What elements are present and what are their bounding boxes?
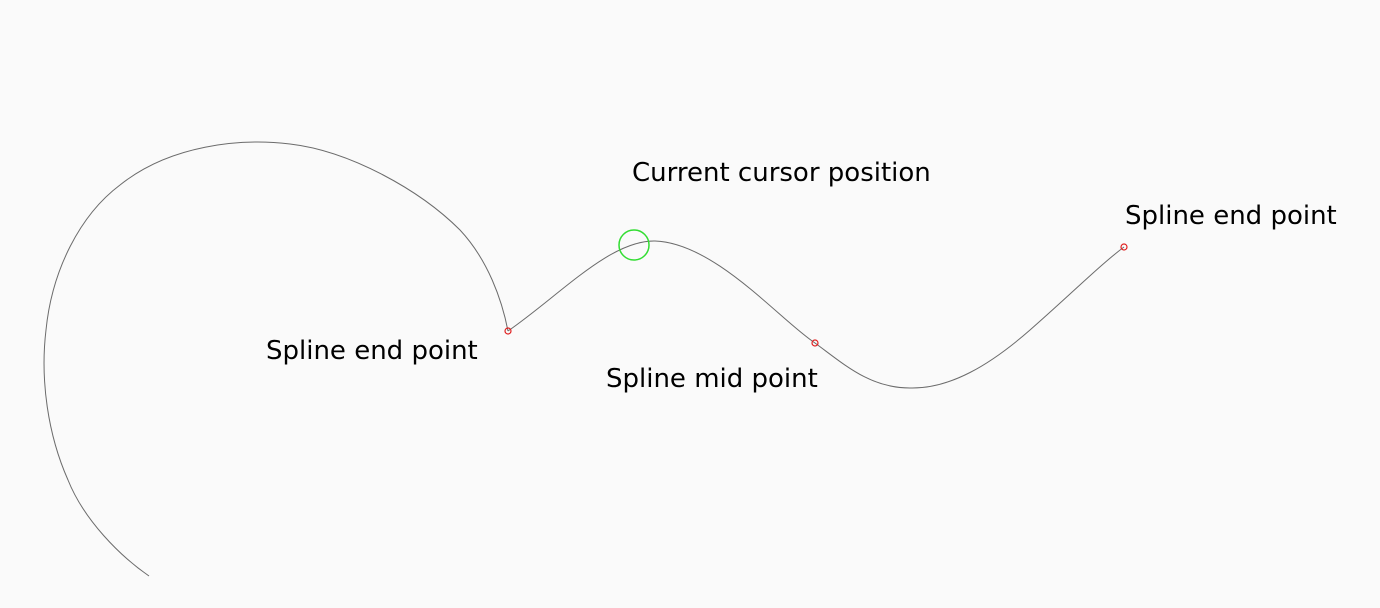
spline-end-point-right-label: Spline end point (1125, 201, 1337, 231)
spline-curve[interactable] (507, 240, 1125, 389)
spline-end-point-right[interactable] (1120, 243, 1128, 251)
spline-end-point-left-label: Spline end point (266, 336, 478, 366)
spline-mid-point-label: Spline mid point (606, 364, 818, 394)
cursor-position-label: Current cursor position (632, 158, 931, 188)
spline-mid-point[interactable] (811, 339, 819, 347)
cursor-marker (618, 229, 650, 261)
arc-curve[interactable] (43, 141, 509, 577)
spline-end-point-left[interactable] (504, 327, 512, 335)
